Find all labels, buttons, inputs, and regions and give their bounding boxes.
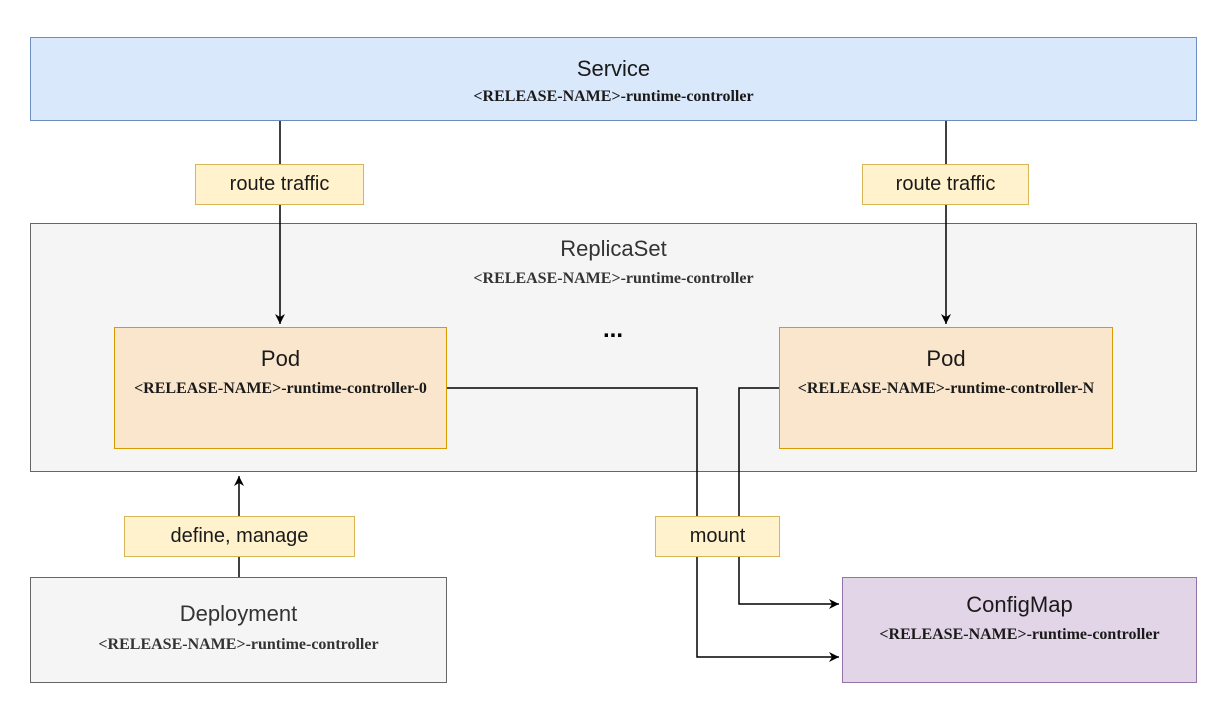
service-title: Service [576,56,651,81]
edge-pod-n-mount-configmap [738,387,839,609]
edge-label-route-traffic-right: route traffic [862,164,1029,205]
deployment-subtitle: <RELEASE-NAME>-runtime-controller [98,636,379,653]
pod-0-subtitle: <RELEASE-NAME>-runtime-controller-0 [134,380,427,397]
edge-pod-0-mount-configmap [447,387,839,662]
edge-label-mount: mount [655,516,780,557]
configmap-node[interactable]: ConfigMap <RELEASE-NAME>-runtime-control… [842,577,1197,683]
deployment-node[interactable]: Deployment <RELEASE-NAME>-runtime-contro… [30,577,447,683]
service-node[interactable]: Service <RELEASE-NAME>-runtime-controlle… [30,37,1197,121]
pod-n-subtitle: <RELEASE-NAME>-runtime-controller-N [797,380,1095,397]
pod-0-title: Pod [260,346,301,371]
more-pods-ellipsis: ... [602,316,623,343]
configmap-subtitle: <RELEASE-NAME>-runtime-controller [879,626,1160,643]
pod-n-title: Pod [926,346,966,371]
edge-label-define-manage: define, manage [124,516,355,557]
pod-node-n[interactable]: Pod <RELEASE-NAME>-runtime-controller-N [779,327,1113,449]
replicaset-subtitle: <RELEASE-NAME>-runtime-controller [473,270,754,287]
edge-label-route-traffic-left: route traffic [195,164,364,205]
deployment-title: Deployment [179,601,298,626]
configmap-title: ConfigMap [966,592,1073,617]
pod-node-0[interactable]: Pod <RELEASE-NAME>-runtime-controller-0 [114,327,447,449]
service-subtitle: <RELEASE-NAME>-runtime-controller [473,88,754,105]
replicaset-title: ReplicaSet [560,236,667,261]
